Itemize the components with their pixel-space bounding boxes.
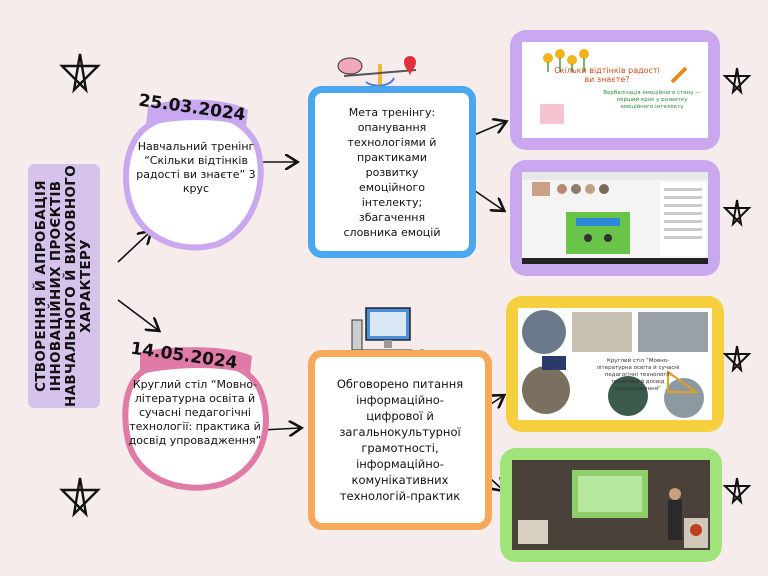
slide1-subtitle: Вербалізація емоційного стану — перший к… bbox=[603, 90, 701, 110]
arrow-title-to-event1 bbox=[117, 232, 150, 263]
goal2-box: Обговорено питання інформаційно-цифрової… bbox=[308, 350, 492, 530]
videocall-screenshot bbox=[522, 172, 708, 264]
photo-frame-3: Круглий стіл “Мовно-літературна освіта й… bbox=[506, 296, 724, 432]
roundtable-collage bbox=[522, 310, 708, 418]
star-icon bbox=[59, 53, 101, 94]
star-icon bbox=[722, 477, 752, 505]
event1-description: Навчальний тренінг “Скільки відтінків ра… bbox=[136, 140, 256, 195]
presentation-photo bbox=[512, 460, 710, 550]
goal2-text: Обговорено питання інформаційно-цифрової… bbox=[336, 377, 464, 503]
event2-blob bbox=[122, 347, 269, 491]
photo-frame-1: Скільки відтінків радості ви знаєте? Вер… bbox=[510, 30, 720, 150]
event2-description: Круглий стіл “Мовно-літературна освіта й… bbox=[128, 378, 262, 447]
photo-frame-2 bbox=[510, 160, 720, 276]
star-icon bbox=[59, 477, 101, 518]
slide1-title: Скільки відтінків радості ви знаєте? bbox=[554, 66, 660, 84]
vertical-title-panel: Створення й апробація інноваційних проєк… bbox=[28, 164, 100, 408]
collage-caption: Круглий стіл “Мовно-літературна освіта й… bbox=[596, 358, 680, 392]
star-icon bbox=[722, 199, 752, 227]
photo-frame-4 bbox=[500, 448, 722, 562]
star-icon bbox=[722, 67, 752, 95]
goal1-text: Мета тренінгу: опанування технологіями й… bbox=[343, 105, 441, 239]
arrow-title-to-event2 bbox=[117, 299, 158, 330]
star-icon bbox=[722, 345, 752, 373]
main-title: Створення й апробація інноваційних проєк… bbox=[33, 165, 94, 407]
slide1-image bbox=[540, 49, 688, 124]
event1-blob bbox=[123, 99, 264, 251]
goal1-box: Мета тренінгу: опанування технологіями й… bbox=[308, 86, 476, 258]
